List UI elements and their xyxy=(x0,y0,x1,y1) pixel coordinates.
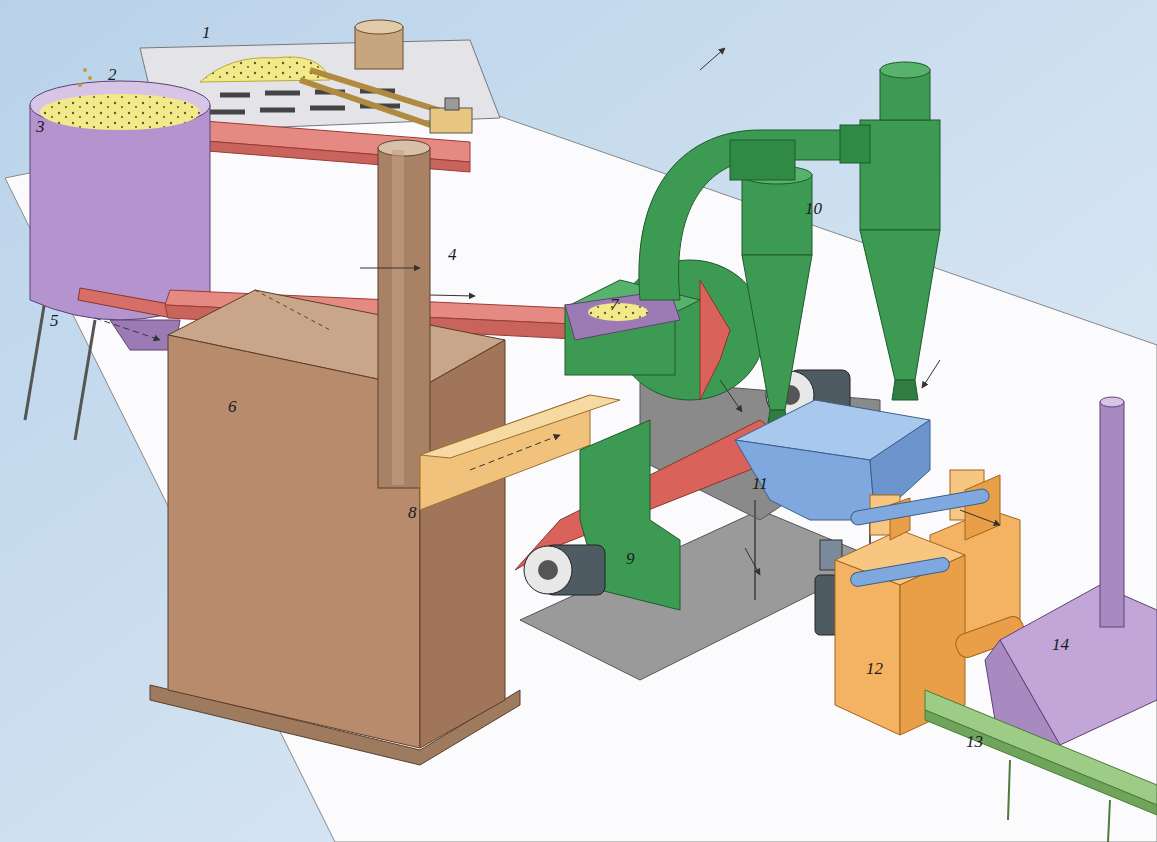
cyclone-separators xyxy=(639,48,940,430)
floor-plane xyxy=(5,92,1157,842)
callout-number: 6 xyxy=(228,398,237,415)
callout-number: 14 xyxy=(1052,636,1069,653)
chimney xyxy=(378,140,430,488)
cooler-hood xyxy=(985,397,1157,750)
callout-number: 5 xyxy=(50,312,59,329)
callout-number: 9 xyxy=(626,550,635,567)
callout-number: 1 xyxy=(202,24,211,41)
callout-number: 7 xyxy=(610,296,619,313)
screw-feeder xyxy=(78,288,175,340)
output-conveyor xyxy=(925,690,1157,842)
callout-number: 3 xyxy=(36,118,45,135)
furnace xyxy=(150,290,520,765)
callout-number: 4 xyxy=(448,246,457,263)
callout-number: 12 xyxy=(866,660,883,677)
callout-number: 2 xyxy=(108,66,117,83)
callout-number: 11 xyxy=(752,475,768,492)
dryer-fan-machine xyxy=(515,230,880,680)
callout-number: 10 xyxy=(805,200,822,217)
flow-arrow xyxy=(360,268,420,269)
callout-number: 13 xyxy=(966,733,983,750)
callout-number: 8 xyxy=(408,504,417,521)
